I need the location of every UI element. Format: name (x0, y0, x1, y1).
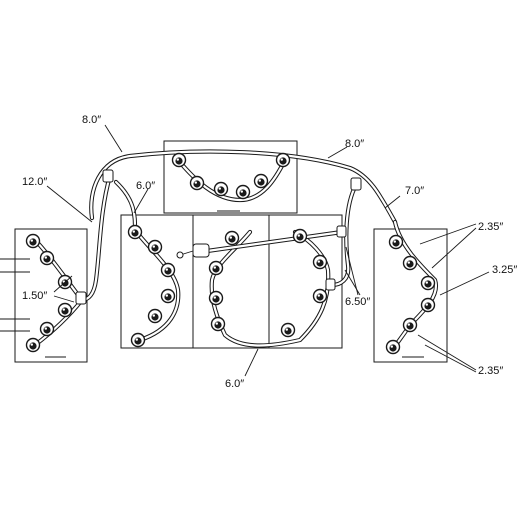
battery-cell-cap-icon (57, 302, 73, 318)
battery-cell-cap-icon (25, 233, 41, 249)
label-325in: 3.25″ (492, 264, 517, 276)
battery-cell-cap-icon (160, 262, 176, 278)
battery-cell-cap-icon (312, 288, 328, 304)
battery-cell-cap-icon (210, 316, 226, 332)
battery-cell-cap-icon (235, 184, 251, 200)
battery-cell-cap-icon (147, 308, 163, 324)
tee-connector-icon (350, 177, 362, 191)
battery-cell-cap-icon (224, 230, 240, 246)
battery-cell-cap-icon (39, 250, 55, 266)
label-7in: 7.0″ (405, 185, 424, 197)
battery-cell-cap-icon (420, 275, 436, 291)
connectors (75, 169, 362, 305)
water-inlet-icon (176, 243, 210, 259)
battery-cell-cap-icon (385, 339, 401, 355)
battery-cell-cap-icon (420, 297, 436, 313)
label-8in-left: 8.0″ (82, 114, 101, 126)
battery-cell-cap-icon (388, 234, 404, 250)
label-235in-bottom: 2.35″ (478, 365, 503, 377)
battery-cell-cap-icon (147, 239, 163, 255)
label-650in: 6.50″ (345, 296, 370, 308)
leader-lines (0, 124, 490, 377)
battery-cell-cap-icon (127, 224, 143, 240)
tubing (32, 149, 439, 353)
label-235in-top: 2.35″ (478, 221, 503, 233)
battery-cell-cap-icon (171, 152, 187, 168)
dimension-labels: 8.0″ 8.0″ 12.0″ 6.0″ 7.0″ 1.50″ 6.50″ 6.… (22, 114, 517, 390)
battery-cell-cap-icon (402, 255, 418, 271)
battery-cell-cap-icon (189, 175, 205, 191)
tee-connector-icon (102, 169, 114, 183)
battery-left (14, 228, 88, 363)
battery-cell-cap-icon (292, 228, 308, 244)
battery-cell-cap-icon (253, 173, 269, 189)
tee-connector-icon (75, 291, 87, 305)
battery-cell-cap-icon (213, 181, 229, 197)
battery-cell-cap-icon (208, 290, 224, 306)
battery-cell-cap-icon (208, 260, 224, 276)
battery-cell-cap-icon (160, 288, 176, 304)
battery-cell-cap-icon (280, 322, 296, 338)
battery-cell-cap-icon (402, 317, 418, 333)
cell-caps (25, 152, 436, 355)
battery-cell-cap-icon (312, 254, 328, 270)
label-150in: 1.50″ (22, 290, 47, 302)
battery-cell-cap-icon (130, 332, 146, 348)
label-6in-bottom: 6.0″ (225, 378, 244, 390)
label-12in: 12.0″ (22, 176, 47, 188)
tee-connector-icon (336, 225, 347, 238)
battery-cell-cap-icon (39, 321, 55, 337)
battery-cell-cap-icon (25, 337, 41, 353)
tee-connector-icon (325, 278, 336, 291)
label-8in-right: 8.0″ (345, 138, 364, 150)
battery-cell-cap-icon (275, 152, 291, 168)
label-6in-center-left: 6.0″ (136, 180, 155, 192)
